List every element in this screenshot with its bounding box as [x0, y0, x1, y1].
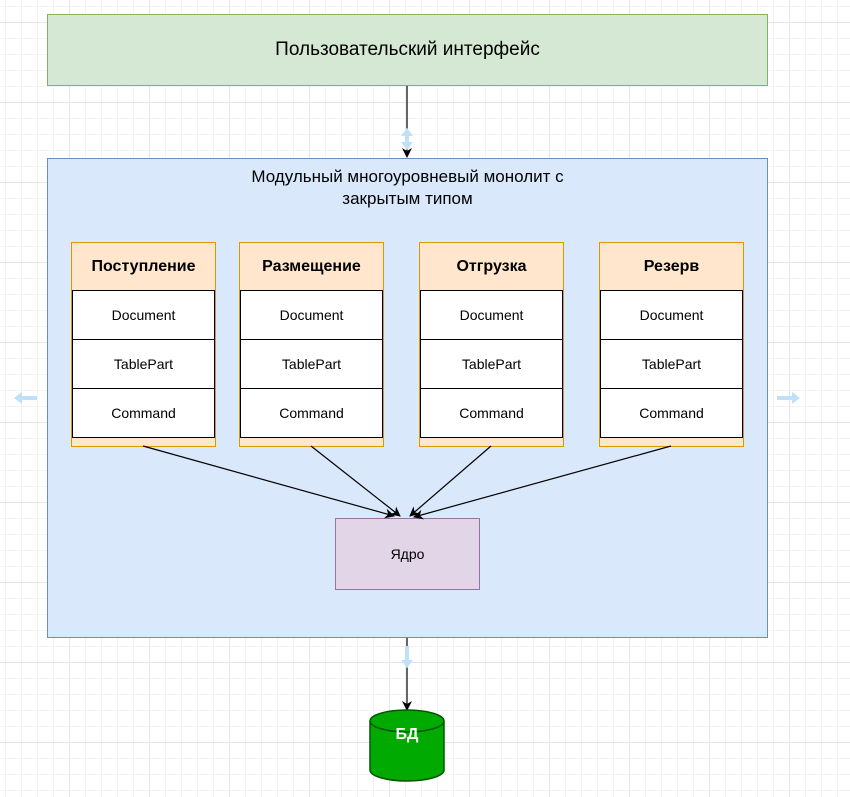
module-row-command[interactable]: Command [72, 388, 215, 438]
connector-otgruzka-to-core[interactable] [409, 445, 492, 517]
database-cylinder[interactable] [369, 709, 445, 782]
core-box[interactable]: Ядро [335, 518, 480, 590]
core-label: Ядро [390, 546, 425, 562]
monolith-title-line1: Модульный многоуровневый монолит с [251, 167, 564, 186]
module-row-tablepart[interactable]: TablePart [240, 339, 383, 389]
module-title: Размещение [262, 258, 361, 275]
connector-rezerv-to-core[interactable] [413, 445, 672, 520]
module-row-command[interactable]: Command [600, 388, 743, 438]
module-row-command[interactable]: Command [420, 388, 563, 438]
module-rezerv[interactable]: Резерв Document TablePart Command [599, 242, 744, 447]
ui-layer-label: Пользовательский интерфейс [275, 39, 540, 60]
resize-handle-left-icon[interactable] [14, 392, 37, 404]
connector-razmeshchenie-to-core[interactable] [310, 445, 401, 517]
resize-handle-bottom-icon[interactable] [401, 646, 413, 668]
module-row-tablepart[interactable]: TablePart [72, 339, 215, 389]
module-postuplenie[interactable]: Поступление Document TablePart Command [71, 242, 216, 447]
module-row-document[interactable]: Document [72, 290, 215, 340]
module-row-document[interactable]: Document [420, 290, 563, 340]
module-title: Отгрузка [456, 258, 527, 275]
module-row-tablepart[interactable]: TablePart [600, 339, 743, 389]
module-row-document[interactable]: Document [600, 290, 743, 340]
monolith-title: Модульный многоуровневый монолит с закры… [47, 166, 768, 210]
connector-postuplenie-to-core[interactable] [142, 445, 395, 519]
monolith-title-line2: закрытым типом [342, 189, 473, 208]
module-row-command[interactable]: Command [240, 388, 383, 438]
module-otgruzka[interactable]: Отгрузка Document TablePart Command [419, 242, 564, 447]
module-razmeshchenie[interactable]: Размещение Document TablePart Command [239, 242, 384, 447]
module-row-tablepart[interactable]: TablePart [420, 339, 563, 389]
module-title: Поступление [91, 258, 196, 275]
database-label: БД [395, 726, 419, 743]
resize-handle-right-icon[interactable] [777, 392, 800, 404]
module-title: Резерв [643, 258, 700, 275]
resize-handle-top-icon[interactable] [401, 128, 413, 150]
ui-layer-box[interactable]: Пользовательский интерфейс [47, 14, 768, 86]
